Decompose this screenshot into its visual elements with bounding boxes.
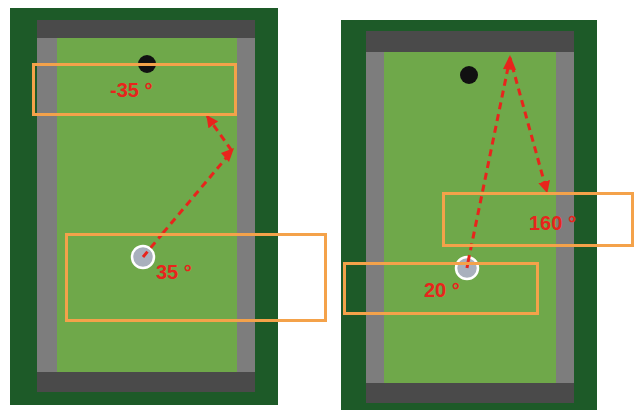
- angle-box: 35 °: [65, 233, 327, 322]
- course-frame: [341, 20, 597, 410]
- bounce-arrowhead: [221, 148, 234, 162]
- angle-label: -35 °: [110, 78, 152, 102]
- shot-trajectory: [163, 116, 232, 233]
- side-wall: [37, 38, 57, 372]
- course-wall: [37, 20, 255, 392]
- angle-label: 35 °: [156, 260, 192, 284]
- trajectory-line: [143, 233, 163, 257]
- angle-label: 20 °: [424, 278, 460, 302]
- angle-box: -35 °: [32, 63, 237, 116]
- golf-hole: [460, 66, 478, 84]
- bounce-arrowhead: [503, 55, 516, 70]
- angle-box: 20 °: [343, 262, 539, 315]
- golf-ball: [456, 257, 478, 279]
- course-frame: [10, 8, 278, 405]
- side-wall: [366, 52, 384, 383]
- angle-box: 160 °: [442, 192, 634, 247]
- angle-label: 160 °: [529, 211, 576, 235]
